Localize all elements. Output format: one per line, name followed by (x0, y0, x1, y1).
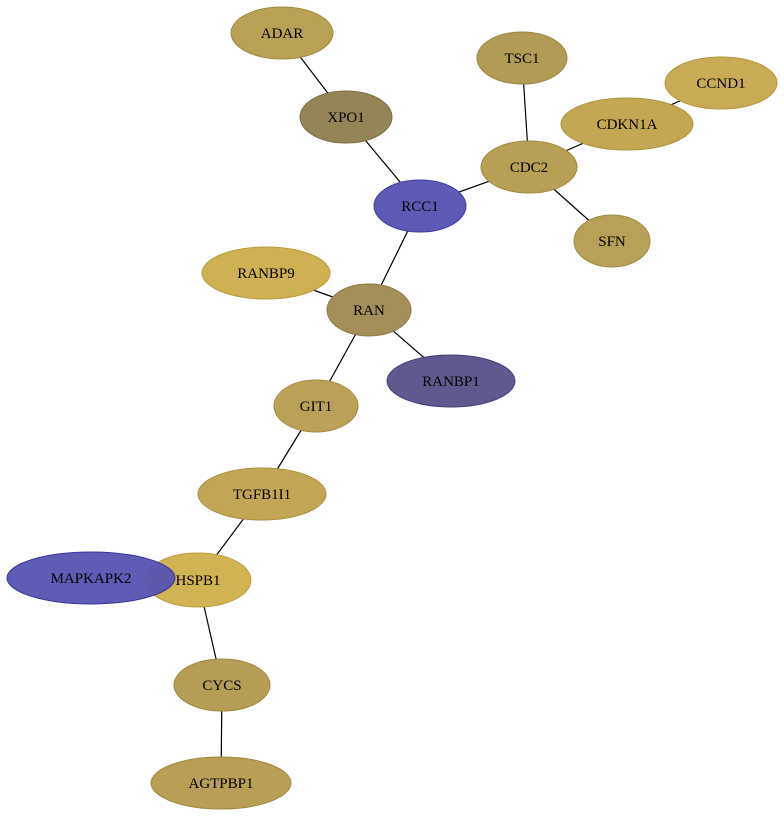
node-ccnd1[interactable]: CCND1 (664, 56, 778, 110)
node-ellipse (664, 56, 778, 110)
node-ellipse (299, 90, 393, 144)
node-label: TSC1 (504, 51, 539, 67)
node-ellipse (560, 97, 694, 151)
node-ran[interactable]: RAN (326, 283, 412, 337)
node-tsc1[interactable]: TSC1 (476, 31, 568, 85)
node-rcc1[interactable]: RCC1 (373, 179, 467, 233)
node-ellipse (6, 551, 176, 605)
node-agtpbp1[interactable]: AGTPBP1 (150, 756, 292, 810)
node-label: TGFB1I1 (233, 487, 291, 503)
node-ellipse (173, 658, 271, 712)
node-label: RCC1 (401, 199, 439, 215)
node-hspb1[interactable]: HSPB1 (144, 552, 252, 608)
node-label: ADAR (261, 26, 304, 42)
node-label: RAN (353, 303, 385, 319)
node-cycs[interactable]: CYCS (173, 658, 271, 712)
node-label: CDC2 (510, 160, 548, 176)
node-ranbp9[interactable]: RANBP9 (201, 246, 331, 300)
node-label: MAPKAPK2 (51, 571, 132, 587)
node-ellipse (326, 283, 412, 337)
node-ellipse (150, 756, 292, 810)
node-label: RANBP1 (422, 374, 480, 390)
node-label: HSPB1 (175, 573, 220, 589)
node-xpo1[interactable]: XPO1 (299, 90, 393, 144)
node-ellipse (480, 140, 578, 194)
node-label: SFN (598, 234, 626, 250)
node-label: CDKN1A (597, 117, 658, 133)
node-ellipse (197, 467, 327, 521)
node-mapkapk2[interactable]: MAPKAPK2 (6, 551, 176, 605)
node-cdc2[interactable]: CDC2 (480, 140, 578, 194)
node-label: CCND1 (696, 76, 745, 92)
node-ellipse (373, 179, 467, 233)
node-ranbp1[interactable]: RANBP1 (386, 354, 516, 408)
node-ellipse (201, 246, 331, 300)
node-ellipse (230, 6, 334, 60)
node-ellipse (386, 354, 516, 408)
node-label: AGTPBP1 (188, 776, 253, 792)
node-label: XPO1 (327, 110, 365, 126)
node-sfn[interactable]: SFN (573, 214, 651, 268)
node-ellipse (476, 31, 568, 85)
node-git1[interactable]: GIT1 (273, 379, 359, 433)
node-ellipse (273, 379, 359, 433)
node-label: RANBP9 (237, 266, 295, 282)
node-tgfb1i1[interactable]: TGFB1I1 (197, 467, 327, 521)
node-cdkn1a[interactable]: CDKN1A (560, 97, 694, 151)
node-ellipse (573, 214, 651, 268)
node-label: CYCS (202, 678, 241, 694)
node-label: GIT1 (300, 399, 333, 415)
node-adar[interactable]: ADAR (230, 6, 334, 60)
